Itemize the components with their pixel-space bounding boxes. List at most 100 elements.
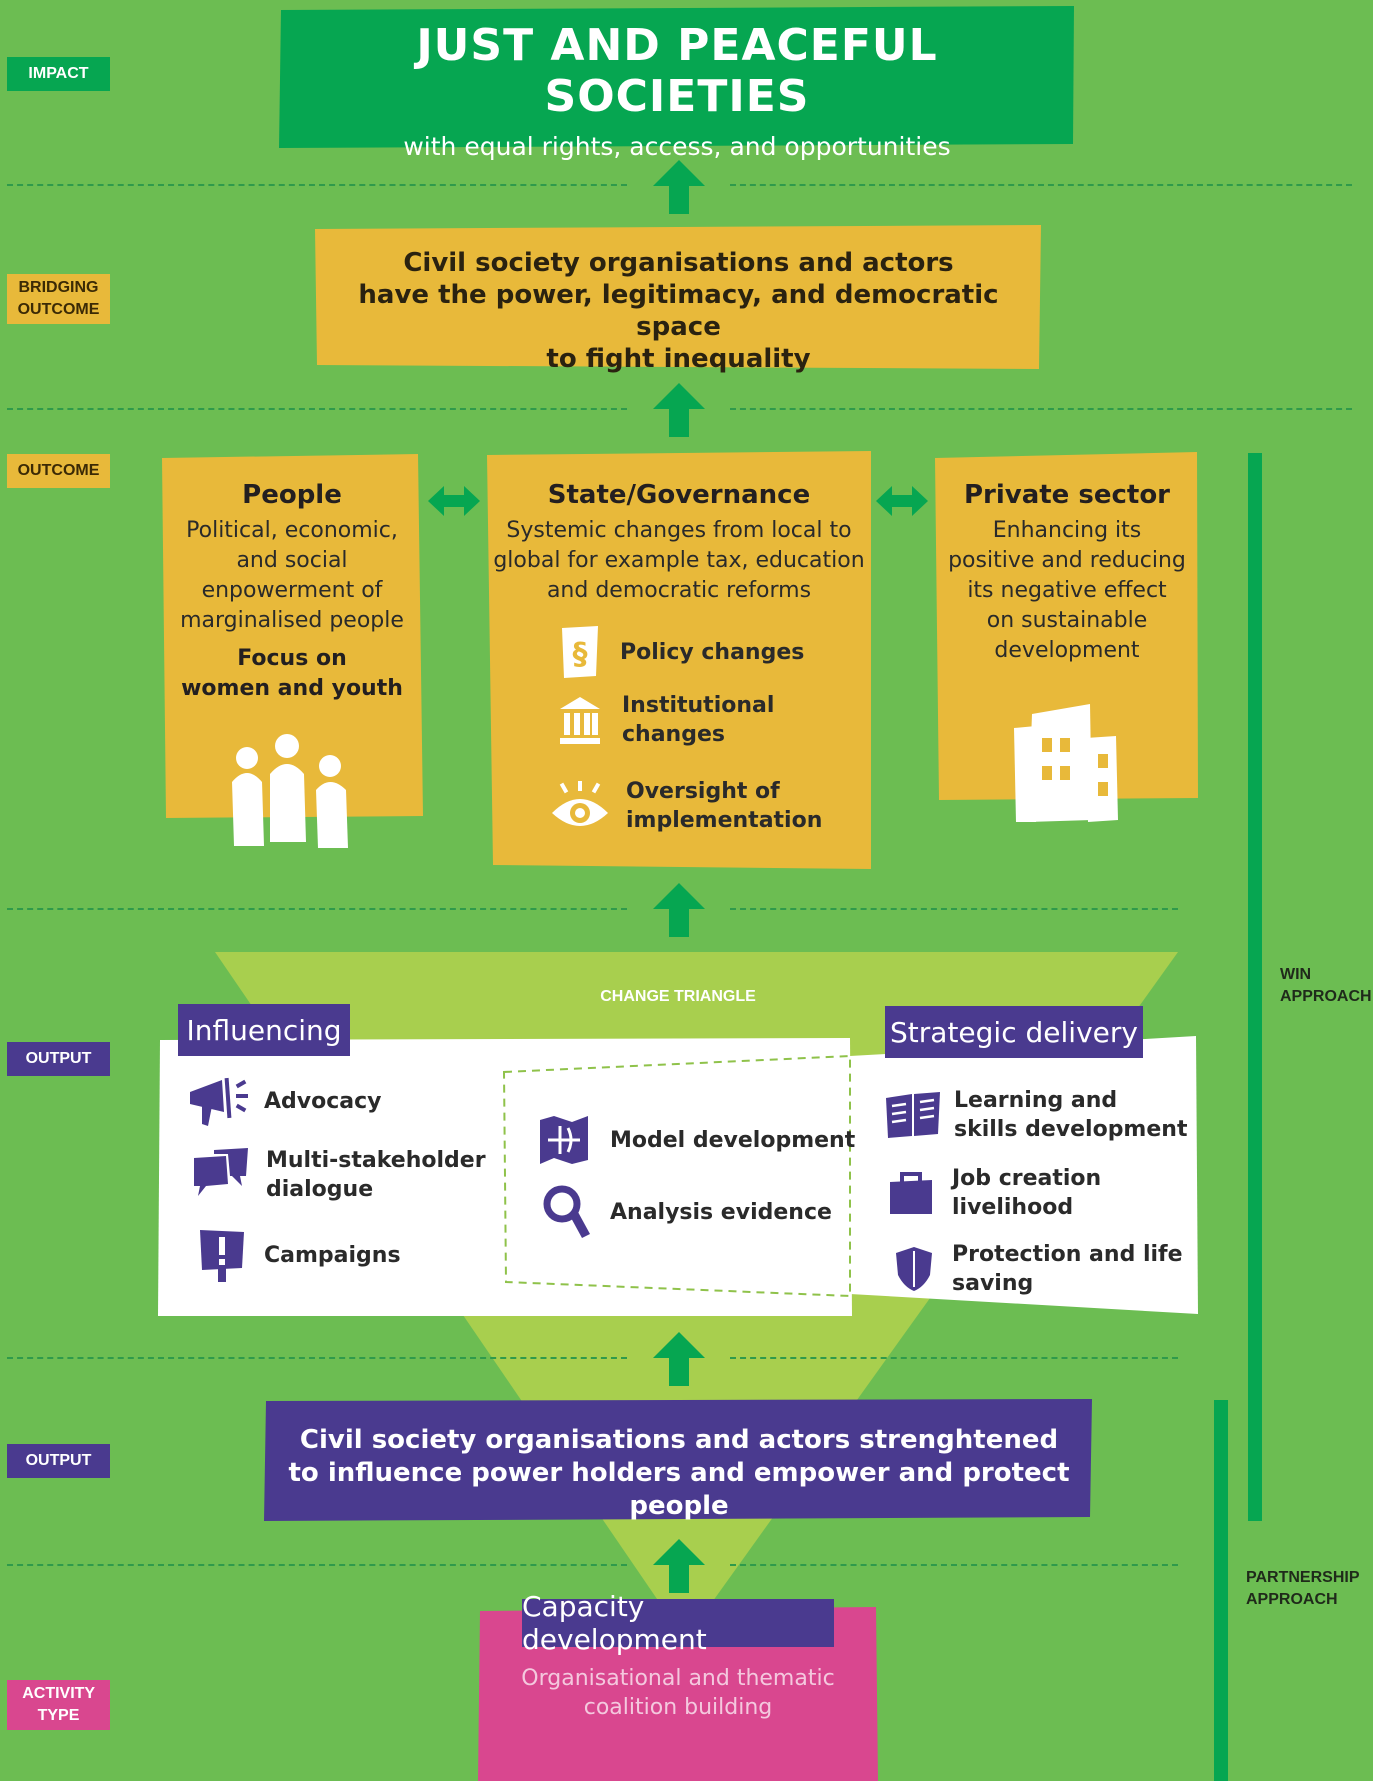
level-label-output: OUTPUT: [7, 1444, 110, 1478]
strategic-item-label-line: saving: [952, 1271, 1034, 1296]
strategic-item-label: Learning and skills development: [954, 1086, 1187, 1144]
capacity-line: coalition building: [583, 1695, 773, 1720]
impact-box-shape: [279, 6, 1074, 148]
strategic-item-label-line: Job creation: [952, 1166, 1102, 1191]
state-text-line: and democratic reforms: [546, 578, 812, 603]
middle-item-label-line: Analysis evidence: [610, 1199, 832, 1225]
campaign-sign-icon: [200, 1230, 244, 1282]
partnership-approach-bar: [1214, 1400, 1228, 1781]
strategic-item-learning: Learning and skills development: [884, 1086, 1187, 1144]
private-card-shape: [935, 452, 1198, 800]
influencing-tab: Influencing: [178, 1004, 350, 1056]
state-text-line: global for example tax, education: [493, 548, 865, 573]
people-text-line: and social: [236, 548, 348, 573]
impact-box: JUST AND PEACEFUL SOCIETIES with equal r…: [279, 20, 1075, 161]
private-text-line: development: [994, 638, 1140, 663]
people-card-shape: [162, 454, 423, 818]
people-focus: Focus on women and youth: [162, 644, 422, 704]
win-approach-bar: [1248, 453, 1262, 1521]
up-arrow-icon: [653, 383, 705, 437]
people-icon: [232, 734, 348, 848]
people-title: People: [242, 480, 342, 510]
strategic-item-label: Protection and life saving: [952, 1240, 1183, 1298]
state-item-label-line: changes: [622, 722, 725, 747]
divider-line: [7, 184, 627, 186]
level-label-bridging-outcome: BRIDGING OUTCOME: [7, 274, 110, 324]
divider-line: [7, 908, 627, 910]
capacity-line: Organisational and thematic: [521, 1666, 835, 1691]
double-arrow-icon: [428, 486, 480, 516]
state-item-label: Oversight of implementation: [626, 777, 822, 835]
strategic-delivery-tab: Strategic delivery: [885, 1006, 1143, 1058]
capacity-description: Organisational and thematic coalition bu…: [478, 1664, 878, 1722]
people-text-line: marginalised people: [180, 608, 404, 633]
book-icon: [886, 1092, 940, 1138]
state-item-oversight: Oversight of implementation: [550, 777, 822, 835]
bridging-outcome-box: Civil society organisations and actors h…: [315, 247, 1042, 375]
people-text-line: Political, economic,: [186, 518, 398, 543]
influencing-item-label: Multi-stakeholder dialogue: [266, 1146, 486, 1204]
strategic-item-protection: Protection and life saving: [894, 1240, 1183, 1298]
speech-bubbles-icon: [194, 1148, 248, 1196]
middle-item-label-line: Model development: [610, 1127, 856, 1153]
bridging-line: to fight inequality: [546, 344, 811, 374]
level-label-activity-type: ACTIVITY TYPE: [7, 1680, 110, 1730]
state-item-institutional: Institutional changes: [558, 691, 774, 749]
private-text-line: Enhancing its: [992, 518, 1142, 543]
strategic-item-label-line: Learning and: [954, 1088, 1118, 1113]
impact-title: JUST AND PEACEFUL SOCIETIES: [416, 20, 938, 122]
strategic-item-label-line: skills development: [954, 1117, 1188, 1142]
office-building-icon: [1014, 704, 1118, 822]
private-text-line: its negative effect: [967, 578, 1167, 603]
state-description: Systemic changes from local to global fo…: [487, 516, 871, 606]
bridging-line: Civil society organisations and actors: [403, 248, 954, 278]
policy-document-icon: §: [562, 626, 598, 678]
divider-line: [7, 1357, 627, 1359]
magnifier-icon: [543, 1185, 590, 1238]
level-label-outcome: OUTCOME: [7, 454, 110, 488]
private-card: Private sector Enhancing its positive an…: [935, 480, 1199, 666]
up-arrow-icon: [653, 883, 705, 937]
shield-icon: [896, 1247, 932, 1291]
win-approach-label-line: APPROACH: [1280, 988, 1372, 1005]
influencing-item-label-line: Multi-stakeholder: [266, 1148, 486, 1173]
change-triangle-label: CHANGE TRIANGLE: [600, 988, 756, 1005]
state-item-label: Policy changes: [620, 638, 804, 667]
capacity-box-shape: [478, 1607, 878, 1781]
private-text-line: on sustainable: [986, 608, 1148, 633]
briefcase-icon: [890, 1172, 932, 1214]
people-text-line: enpowerment of: [201, 578, 383, 603]
capacity-development-tab: Capacity development: [522, 1590, 834, 1656]
output2-line: Civil society organisations and actors s…: [299, 1425, 1059, 1455]
state-item-label-line: implementation: [626, 808, 823, 833]
people-description: Political, economic, and social enpowerm…: [162, 516, 422, 636]
people-card: People Political, economic, and social e…: [162, 480, 422, 704]
institution-building-icon: [560, 697, 600, 744]
state-item-label-line: Oversight of: [626, 779, 780, 804]
influencing-item-campaigns: Campaigns: [198, 1228, 401, 1282]
middle-item-label: Model development: [610, 1126, 855, 1155]
bridging-line: have the power, legitimacy, and democrat…: [358, 280, 999, 342]
level-label-impact: IMPACT: [7, 57, 110, 91]
strategic-item-label-line: Protection and life: [952, 1242, 1183, 1267]
middle-item-analysis: Analysis evidence: [542, 1182, 832, 1242]
divider-line: [730, 1564, 1178, 1566]
strategic-item-label: Job creation livelihood: [952, 1164, 1101, 1222]
middle-item-model: Model development: [538, 1114, 855, 1166]
influencing-item-label: Campaigns: [264, 1241, 401, 1270]
people-focus-line: women and youth: [181, 676, 403, 701]
state-card: State/Governance Systemic changes from l…: [487, 480, 871, 606]
partnership-approach-label-line: APPROACH: [1246, 1591, 1338, 1608]
up-arrow-icon: [653, 1539, 705, 1593]
divider-line: [7, 1564, 627, 1566]
state-item-label-line: Policy changes: [620, 639, 805, 665]
win-approach-label: WIN APPROACH: [1280, 964, 1372, 1008]
divider-line: [730, 1357, 1178, 1359]
map-icon: [540, 1116, 588, 1164]
megaphone-icon: [190, 1077, 248, 1126]
svg-text:§: §: [573, 637, 588, 672]
state-item-label: Institutional changes: [622, 691, 774, 749]
bridging-box-shape: [315, 225, 1041, 369]
partnership-approach-label: PARTNERSHIP APPROACH: [1246, 1567, 1360, 1611]
strategic-item-jobs: Job creation livelihood: [888, 1164, 1101, 1222]
